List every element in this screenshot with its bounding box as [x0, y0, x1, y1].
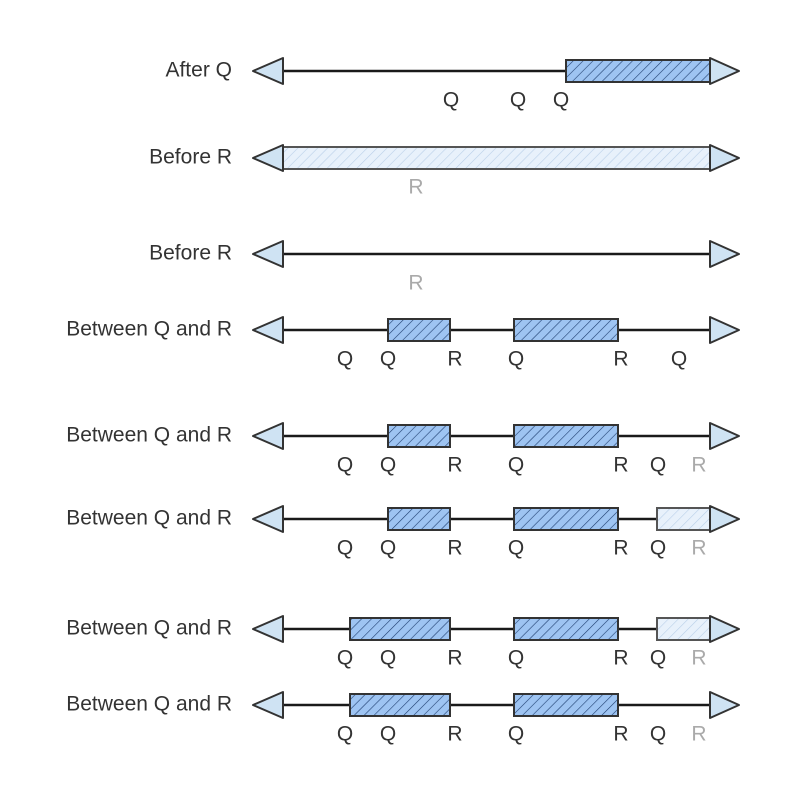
interval-bar — [513, 693, 619, 717]
q-marker: Q — [380, 348, 396, 371]
q-marker: Q — [510, 89, 526, 112]
q-marker: Q — [650, 537, 666, 560]
interval-bar — [513, 424, 619, 448]
right-arrow-icon — [709, 691, 740, 719]
q-marker: Q — [650, 723, 666, 746]
q-marker: Q — [508, 723, 524, 746]
interval-bar — [513, 507, 619, 531]
timeline-row: Before R R — [149, 240, 740, 295]
r-marker: R — [613, 537, 628, 560]
interval-bar — [387, 424, 451, 448]
row-label: Between Q and R — [66, 693, 232, 716]
tentative-interval-bar — [656, 617, 711, 641]
row-label: Between Q and R — [66, 617, 232, 640]
left-arrow-icon — [252, 615, 284, 643]
interval-bar — [513, 617, 619, 641]
right-arrow-icon — [709, 422, 740, 450]
right-arrow-icon — [709, 505, 740, 533]
right-arrow-icon — [709, 316, 740, 344]
row-label: Between Q and R — [66, 507, 232, 530]
right-arrow-icon — [709, 615, 740, 643]
right-arrow-icon — [709, 57, 740, 85]
tentative-interval-bar — [656, 507, 711, 531]
right-arrow-icon — [709, 144, 740, 172]
q-marker: Q — [337, 348, 353, 371]
q-marker: Q — [508, 454, 524, 477]
r-marker: R — [447, 348, 462, 371]
r-marker: R — [613, 454, 628, 477]
q-marker: Q — [650, 454, 666, 477]
r-marker: R — [691, 537, 706, 560]
timeline-row: After Q Q Q Q — [165, 57, 740, 112]
row-label: Between Q and R — [66, 424, 232, 447]
q-marker: Q — [443, 89, 459, 112]
q-marker: Q — [380, 537, 396, 560]
r-marker: R — [613, 723, 628, 746]
r-marker: R — [691, 723, 706, 746]
r-marker: R — [408, 176, 423, 199]
q-marker: Q — [508, 348, 524, 371]
r-marker: R — [447, 454, 462, 477]
r-marker: R — [691, 454, 706, 477]
left-arrow-icon — [252, 57, 284, 85]
q-marker: Q — [380, 454, 396, 477]
timeline-row: Between Q and R Q Q R Q R Q — [66, 316, 740, 371]
row-label: Before R — [149, 146, 232, 169]
q-marker: Q — [671, 348, 687, 371]
q-marker: Q — [337, 723, 353, 746]
q-marker: Q — [553, 89, 569, 112]
r-marker: R — [447, 537, 462, 560]
left-arrow-icon — [252, 240, 284, 268]
interval-bar — [349, 693, 451, 717]
tentative-interval-bar — [282, 146, 711, 170]
left-arrow-icon — [252, 422, 284, 450]
q-marker: Q — [337, 647, 353, 670]
interval-bar — [565, 59, 711, 83]
right-arrow-icon — [709, 240, 740, 268]
row-label: Between Q and R — [66, 318, 232, 341]
row-label: Before R — [149, 242, 232, 265]
r-marker: R — [613, 647, 628, 670]
r-marker: R — [408, 272, 423, 295]
left-arrow-icon — [252, 505, 284, 533]
interval-bar — [387, 318, 451, 342]
left-arrow-icon — [252, 691, 284, 719]
interval-bar — [513, 318, 619, 342]
q-marker: Q — [380, 647, 396, 670]
q-marker: Q — [337, 537, 353, 560]
interval-bar — [349, 617, 451, 641]
q-marker: Q — [337, 454, 353, 477]
r-marker: R — [447, 647, 462, 670]
left-arrow-icon — [252, 316, 284, 344]
r-marker: R — [613, 348, 628, 371]
r-marker: R — [447, 723, 462, 746]
row-label: After Q — [165, 59, 232, 82]
interval-bar — [387, 507, 451, 531]
left-arrow-icon — [252, 144, 284, 172]
q-marker: Q — [508, 537, 524, 560]
q-marker: Q — [508, 647, 524, 670]
q-marker: Q — [380, 723, 396, 746]
r-marker: R — [691, 647, 706, 670]
timeline-row: Before R R — [149, 144, 740, 199]
q-marker: Q — [650, 647, 666, 670]
